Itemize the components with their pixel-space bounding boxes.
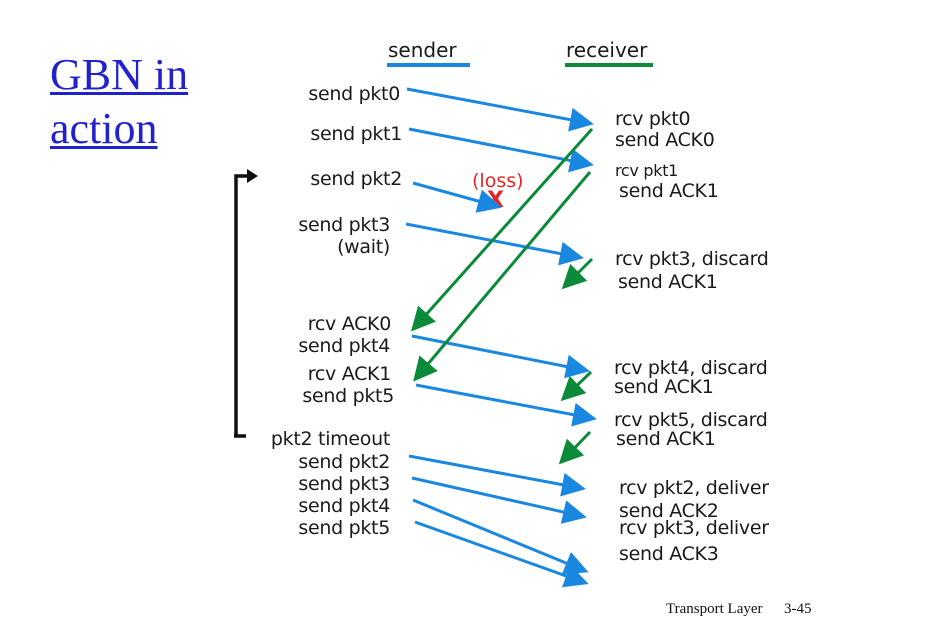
arrow-ack1-dup-3: [558, 430, 592, 465]
sender-event: send pkt2: [298, 451, 390, 473]
sender-event: send pkt4: [298, 335, 390, 357]
arrow-pkt5: [415, 383, 597, 427]
arrow-ack1: [413, 171, 592, 382]
sender-event: rcv ACK1: [307, 363, 392, 385]
arrow-resend-pkt5: [414, 520, 589, 588]
receiver-event: rcv pkt4, discard: [614, 357, 768, 379]
receiver-event: rcv pkt2, deliver: [619, 477, 769, 499]
slide-title: GBN in action: [50, 48, 188, 156]
receiver-event: rcv pkt0: [615, 108, 691, 130]
sender-event: send pkt5: [298, 517, 390, 539]
arrow-ack1-dup-1: [561, 257, 594, 290]
arrow-pkt2-lost: [412, 181, 502, 213]
sender-event: send pkt0: [308, 83, 400, 105]
sender-event: send pkt3: [298, 214, 390, 236]
sender-event: (wait): [337, 236, 390, 258]
arrow-pkt4: [411, 334, 590, 379]
arrow-ack1-dup-2: [560, 370, 593, 402]
sender-event: pkt2 timeout: [270, 428, 390, 450]
sender-event: send pkt5: [302, 385, 394, 407]
footer-page-number: 3-45: [784, 601, 812, 617]
receiver-event: send ACK1: [616, 428, 716, 450]
sender-header-underline: [387, 63, 470, 67]
sender-event: send pkt4: [298, 495, 390, 517]
timeout-bracket: [234, 174, 248, 436]
sender-event: send pkt1: [310, 123, 402, 145]
arrow-ack0: [411, 128, 594, 332]
arrow-resend-pkt2: [408, 454, 586, 497]
sender-event: send pkt2: [310, 168, 402, 190]
receiver-event: send ACK3: [619, 543, 719, 565]
arrow-resend-pkt4: [412, 498, 589, 575]
receiver-event: rcv pkt5, discard: [614, 409, 768, 431]
receiver-header-underline: [565, 63, 653, 67]
receiver-header: receiver: [566, 38, 648, 62]
receiver-event: rcv pkt3, deliver: [619, 517, 769, 539]
slide-title-line-1: GBN in: [50, 50, 189, 99]
sender-event: send pkt3: [298, 473, 390, 495]
receiver-event: send ACK0: [615, 129, 715, 151]
timeout-arrowhead-icon: [247, 169, 258, 183]
arrow-resend-pkt3: [411, 476, 587, 524]
footer-section: Transport Layer: [666, 601, 763, 617]
loss-label: (loss): [472, 170, 524, 192]
sender-event: rcv ACK0: [307, 313, 392, 335]
slide-footer: Transport Layer 3-45: [666, 601, 812, 618]
arrow-pkt1: [408, 127, 594, 173]
sender-header: sender: [388, 38, 457, 62]
slide-title-line-2: action: [50, 104, 158, 153]
receiver-event: send ACK1: [614, 376, 714, 398]
receiver-event: rcv pkt3, discard: [615, 248, 769, 270]
receiver-event: send ACK2: [619, 500, 719, 522]
receiver-event: send ACK1: [619, 180, 719, 202]
arrow-pkt0: [406, 87, 594, 132]
receiver-event: rcv pkt1: [615, 161, 679, 180]
receiver-event: send ACK1: [618, 271, 718, 293]
